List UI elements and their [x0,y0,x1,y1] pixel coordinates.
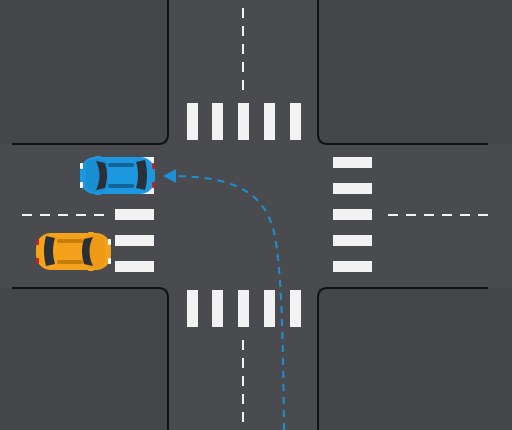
crosswalk-stripe [290,290,301,327]
curb-bottom-right [317,287,488,430]
curb-top-right [317,0,488,145]
crosswalk-stripe [238,103,249,140]
orange-car-headlight [108,239,111,245]
block-bottom-right [318,288,512,430]
orange-car-side-window [57,260,83,264]
blue-car-taillight [152,182,155,188]
crosswalk-east [333,157,372,272]
crosswalk-stripe [333,261,372,272]
crosswalk-stripe [333,157,372,168]
blue-car [80,156,155,195]
orange-car-rear-window [44,236,55,266]
blue-car-headlight [80,163,83,169]
blue-car-mirror [95,156,101,159]
orange-car-taillight [36,239,39,245]
orange-car-taillight [36,258,39,264]
blue-car-mirror [95,192,101,195]
lane-center-lines [22,8,488,430]
crosswalk-stripe [187,103,198,140]
curb-bottom-left [12,287,169,430]
crosswalk-south [187,290,301,327]
orange-car-headlight [108,258,111,264]
block-top-right [318,0,512,144]
crosswalk-stripe [333,209,372,220]
turn-path [169,175,285,430]
blue-car-rear-window [136,160,147,190]
orange-car [36,232,111,271]
orange-car-windshield [82,237,93,266]
blue-car-headlight [80,182,83,188]
blue-car-side-window [108,163,134,167]
crosswalk-stripe [333,183,372,194]
crosswalk-stripe [238,290,249,327]
orange-car-mirror [88,268,94,271]
crosswalk-stripe [187,290,198,327]
crosswalk-stripe [115,235,154,246]
crosswalk-stripe [115,261,154,272]
crosswalk-stripe [290,103,301,140]
curb-top-left [12,0,169,145]
crosswalk-north [187,103,301,140]
blue-car-side-window [108,184,134,188]
block-top-left [0,0,168,144]
crosswalk-stripe [333,235,372,246]
blue-car-windshield [96,161,107,190]
blue-car-taillight [152,163,155,169]
crosswalk-stripe [264,290,275,327]
crosswalk-stripe [264,103,275,140]
block-bottom-left [0,288,168,430]
orange-car-mirror [88,232,94,235]
orange-car-side-window [57,239,83,243]
turn-path-arrowhead [163,169,176,183]
curb-lines [12,0,488,430]
crosswalk-stripe [212,103,223,140]
crosswalk-stripe [115,209,154,220]
crosswalk-stripe [212,290,223,327]
